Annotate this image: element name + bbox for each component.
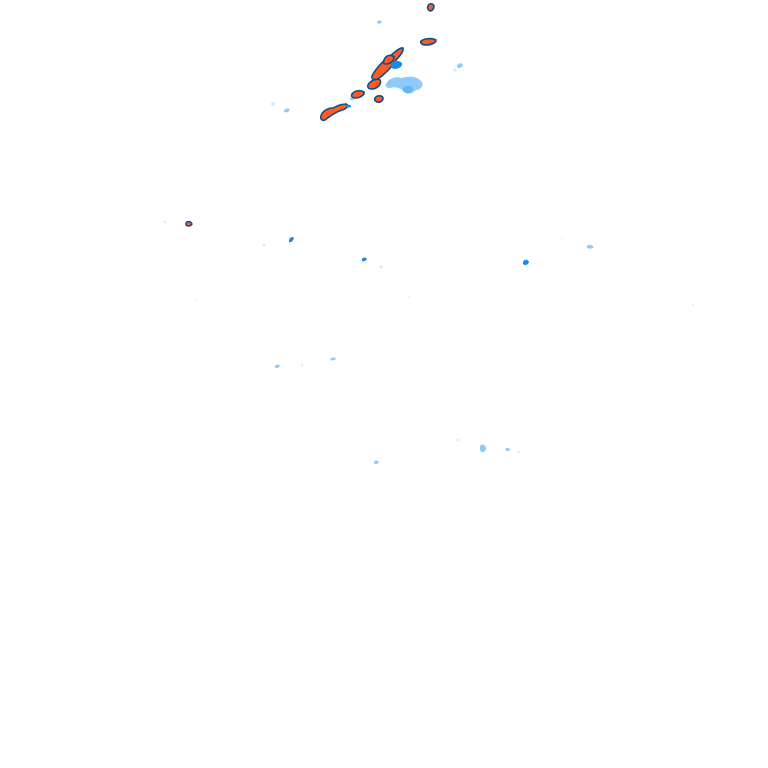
light-cell — [385, 76, 423, 94]
trace-cell — [517, 450, 521, 454]
trace-cell — [691, 303, 695, 307]
trace-cell — [379, 265, 383, 269]
light-cell — [480, 444, 486, 453]
light-cell — [350, 97, 354, 101]
moderate-cell — [289, 236, 294, 243]
light-cell — [330, 357, 336, 361]
moderate-cell — [390, 60, 403, 69]
trace-cell — [456, 438, 460, 442]
heavy-cell — [373, 94, 384, 104]
light-cell — [377, 20, 382, 24]
heavy-cell — [426, 2, 435, 12]
light-cell — [374, 460, 379, 465]
light-cell — [275, 364, 280, 369]
light-cell — [457, 63, 463, 69]
trace-cell — [408, 296, 410, 298]
moderate-cell — [362, 257, 367, 262]
light-cell — [284, 108, 290, 113]
moderate-cell — [523, 259, 529, 266]
light-cell — [402, 85, 413, 94]
trace-cell — [195, 299, 197, 301]
heavy-cell — [350, 89, 365, 99]
precipitation-cells — [163, 2, 695, 465]
moderate-cell — [346, 104, 351, 108]
trace-cell — [453, 68, 457, 72]
heavy-cell — [185, 220, 193, 227]
light-cell — [587, 244, 594, 249]
heavy-cell — [382, 54, 395, 65]
trace-cell — [561, 237, 563, 239]
trace-cell — [300, 363, 304, 367]
heavy-cell — [319, 103, 349, 122]
trace-cell — [262, 243, 266, 247]
trace-cell — [163, 220, 167, 224]
trace-cell — [271, 102, 275, 106]
heavy-cell — [419, 37, 437, 46]
light-cell — [505, 447, 510, 452]
heavy-cell — [366, 78, 382, 90]
